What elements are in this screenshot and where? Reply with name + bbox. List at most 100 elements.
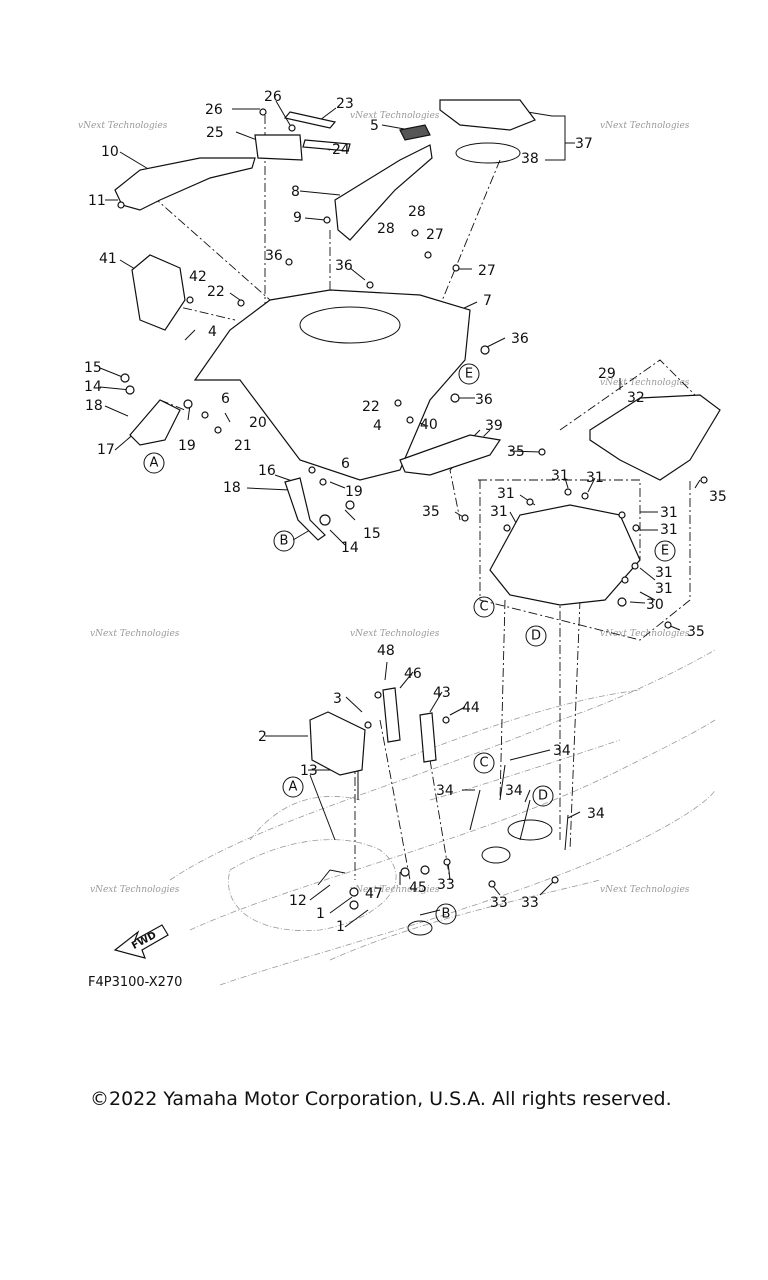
watermark: vNext Technologies — [78, 121, 168, 131]
part-label-22: 22 — [207, 284, 225, 300]
part-label-19: 19 — [345, 484, 363, 500]
part-label-10: 10 — [101, 144, 119, 160]
part-label-18: 18 — [223, 480, 241, 496]
part-label-6: 6 — [221, 391, 230, 407]
part-label-21: 21 — [234, 438, 252, 454]
part-label-31: 31 — [586, 470, 604, 486]
ref-c: C — [479, 600, 488, 615]
part-label-31: 31 — [660, 522, 678, 538]
ref-d: D — [531, 629, 541, 644]
part-label-31: 31 — [490, 504, 508, 520]
part-2-box — [309, 711, 366, 776]
part-label-36: 36 — [511, 331, 529, 347]
part-label-38: 38 — [521, 151, 539, 167]
ref-d: D — [538, 789, 548, 804]
part-label-31: 31 — [497, 486, 515, 502]
part-label-34: 34 — [587, 806, 605, 822]
part-label-44: 44 — [462, 700, 480, 716]
part-label-31: 31 — [660, 505, 678, 521]
part-label-39: 39 — [485, 418, 503, 434]
watermark: vNext Technologies — [350, 111, 440, 121]
part-label-18: 18 — [85, 398, 103, 414]
watermark: vNext Technologies — [600, 629, 690, 639]
watermark: vNext Technologies — [90, 885, 180, 895]
part-10-shape — [114, 157, 256, 211]
exploded-parts-diagram: vNext Technologies vNext Technologies vN… — [78, 89, 727, 986]
part-label-22: 22 — [362, 399, 380, 415]
part-8-shape — [334, 144, 433, 241]
fasteners — [117, 108, 708, 910]
ref-e: E — [465, 367, 473, 382]
part-label-28: 28 — [377, 221, 395, 237]
part-label-23: 23 — [336, 96, 354, 112]
hull-outline — [169, 649, 716, 986]
part-label-4: 4 — [373, 418, 382, 434]
part-label-36: 36 — [335, 258, 353, 274]
part-29-box — [489, 504, 641, 606]
ref-e: E — [661, 544, 669, 559]
ref-c: C — [479, 756, 488, 771]
part-41-shape — [131, 254, 186, 331]
part-label-31: 31 — [551, 468, 569, 484]
part-label-28: 28 — [408, 204, 426, 220]
part-label-26: 26 — [205, 102, 223, 118]
part-label-9: 9 — [293, 210, 302, 226]
part-label-30: 30 — [646, 597, 664, 613]
part-label-14: 14 — [84, 379, 102, 395]
part-label-46: 46 — [404, 666, 422, 682]
part-label-48: 48 — [377, 643, 395, 659]
part-label-17: 17 — [97, 442, 115, 458]
watermark: vNext Technologies — [600, 121, 690, 131]
part-label-3: 3 — [333, 691, 342, 707]
part-label-1: 1 — [316, 906, 325, 922]
part-shapes — [114, 99, 721, 936]
ref-a: A — [289, 780, 298, 795]
fwd-arrow: FWD — [113, 924, 169, 959]
part-label-2: 2 — [258, 729, 267, 745]
watermark: vNext Technologies — [90, 629, 180, 639]
part-label-35: 35 — [687, 624, 705, 640]
part-label-15: 15 — [84, 360, 102, 376]
part-label-20: 20 — [249, 415, 267, 431]
watermark: vNext Technologies — [600, 378, 690, 388]
part-label-41: 41 — [99, 251, 117, 267]
part-label-37: 37 — [575, 136, 593, 152]
part-label-26: 26 — [264, 89, 282, 105]
part-label-34: 34 — [436, 783, 454, 799]
part-label-19: 19 — [178, 438, 196, 454]
part-label-6: 6 — [341, 456, 350, 472]
part-label-14: 14 — [341, 540, 359, 556]
part-label-25: 25 — [206, 125, 224, 141]
watermark: vNext Technologies — [350, 885, 440, 895]
part-label-34: 34 — [505, 783, 523, 799]
copyright-notice: ©2022 Yamaha Motor Corporation, U.S.A. A… — [90, 1088, 672, 1110]
part-label-31: 31 — [655, 581, 673, 597]
part-label-45: 45 — [409, 880, 427, 896]
part-labels: 26 26 23 5 25 24 10 38 37 8 11 28 9 28 2… — [84, 89, 727, 935]
circle-references: A B E C D E A C D B — [143, 363, 676, 925]
ref-b: B — [442, 907, 451, 922]
part-label-11: 11 — [88, 193, 106, 209]
part-label-27: 27 — [478, 263, 496, 279]
part-7-body — [193, 289, 471, 481]
part-label-12: 12 — [289, 893, 307, 909]
part-label-32: 32 — [627, 390, 645, 406]
part-label-43: 43 — [433, 685, 451, 701]
part-label-31: 31 — [655, 565, 673, 581]
ref-a: A — [150, 456, 159, 471]
part-label-16: 16 — [258, 463, 276, 479]
part-label-34: 34 — [553, 743, 571, 759]
part-label-40: 40 — [420, 417, 438, 433]
part-label-36: 36 — [265, 248, 283, 264]
part-label-8: 8 — [291, 184, 300, 200]
part-label-1: 1 — [336, 919, 345, 935]
part-label-29: 29 — [598, 366, 616, 382]
watermark: vNext Technologies — [600, 885, 690, 895]
watermark: vNext Technologies — [350, 629, 440, 639]
part-label-35: 35 — [507, 444, 525, 460]
part-label-36: 36 — [475, 392, 493, 408]
part-label-35: 35 — [422, 504, 440, 520]
connection-lines — [139, 115, 701, 881]
part-39-shape — [399, 434, 502, 476]
part-32-shape — [589, 394, 721, 481]
